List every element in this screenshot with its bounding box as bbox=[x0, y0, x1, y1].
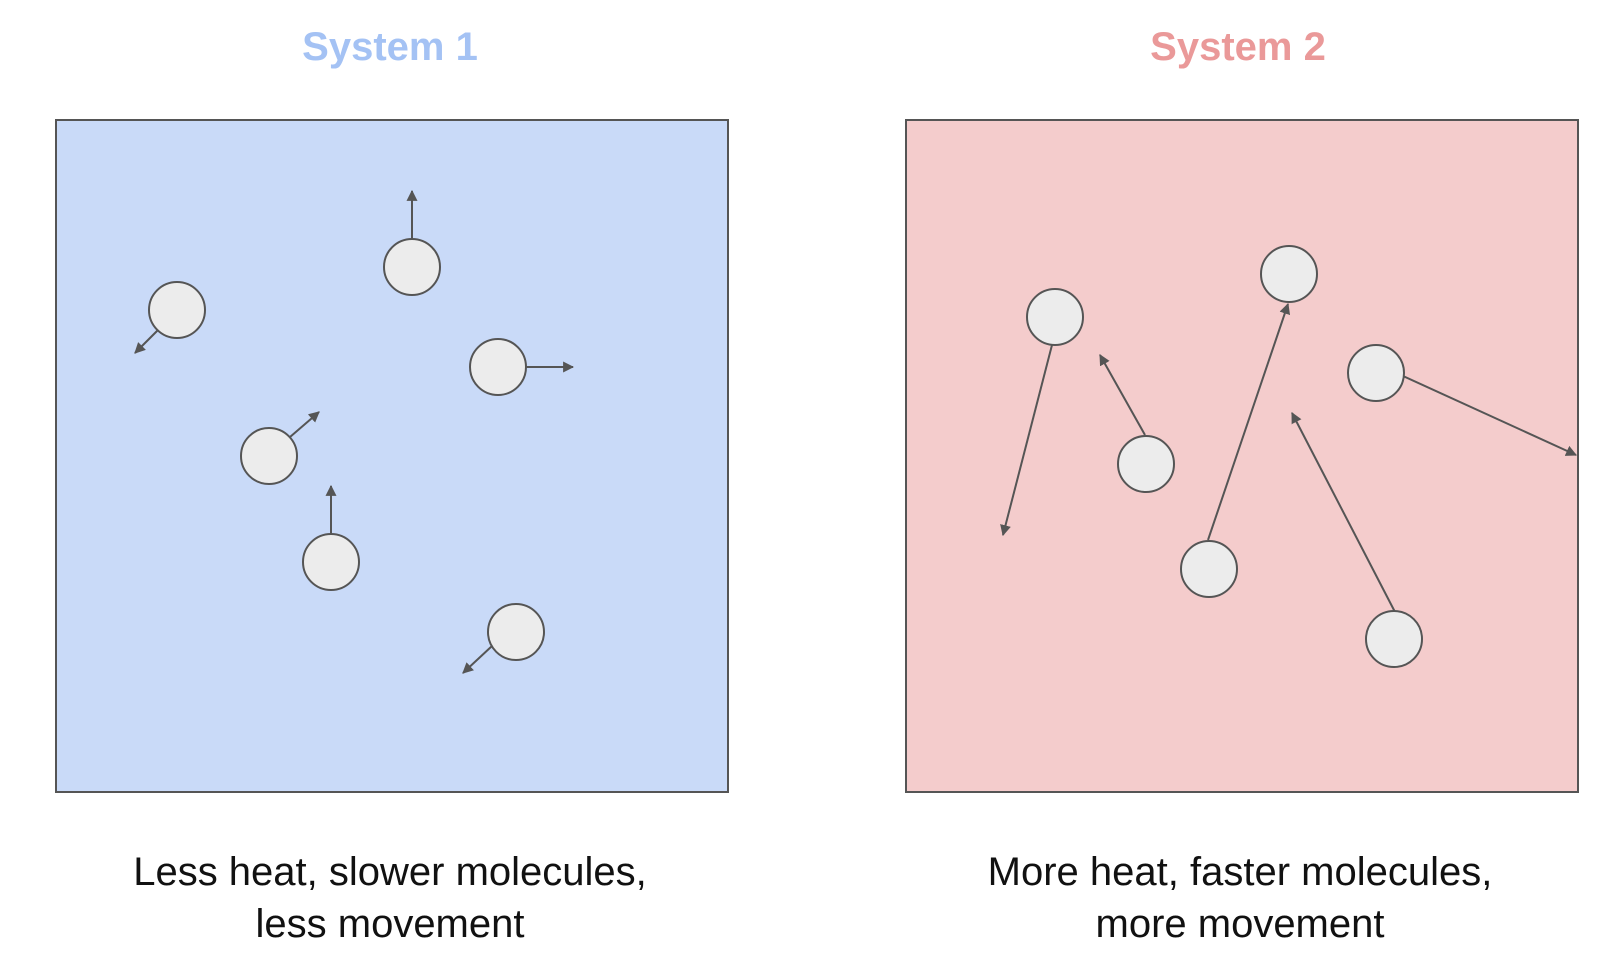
system-2-title: System 2 bbox=[1150, 25, 1326, 69]
velocity-arrow bbox=[1099, 354, 1146, 436]
system-1-caption-line-1: Less heat, slower molecules, bbox=[133, 850, 647, 894]
molecule bbox=[469, 338, 575, 396]
velocity-arrow bbox=[1291, 412, 1396, 613]
molecule bbox=[1099, 354, 1175, 493]
system-2-box bbox=[905, 119, 1579, 793]
molecule-circle bbox=[1365, 610, 1423, 668]
molecule-circle bbox=[1180, 540, 1238, 598]
molecule bbox=[1180, 245, 1318, 598]
molecule-circle bbox=[1117, 435, 1175, 493]
velocity-arrow bbox=[289, 411, 320, 438]
molecule-circle bbox=[1026, 288, 1084, 346]
molecule bbox=[1347, 344, 1578, 456]
molecule bbox=[240, 411, 320, 485]
system-1-caption: Less heat, slower molecules, less moveme… bbox=[30, 846, 750, 950]
molecule bbox=[302, 484, 360, 591]
system-1-molecules bbox=[134, 189, 575, 674]
molecule-circle bbox=[487, 603, 545, 661]
molecule bbox=[383, 189, 441, 296]
molecule bbox=[1000, 288, 1084, 537]
molecule-circle bbox=[240, 427, 298, 485]
molecule bbox=[1291, 412, 1423, 668]
velocity-arrow bbox=[1207, 302, 1291, 541]
molecule-circle bbox=[1347, 344, 1405, 402]
velocity-arrow bbox=[462, 645, 493, 674]
system-1-caption-line-2: less movement bbox=[255, 902, 525, 946]
system-2-caption-line-2: more movement bbox=[1095, 902, 1385, 946]
molecule bbox=[462, 603, 545, 674]
system-2-molecules bbox=[1000, 245, 1578, 668]
velocity-arrow bbox=[1402, 375, 1578, 456]
system-2-caption-line-1: More heat, faster molecules, bbox=[987, 850, 1493, 894]
system-1-box bbox=[55, 119, 729, 793]
molecule-circle bbox=[302, 533, 360, 591]
velocity-arrow bbox=[1000, 344, 1053, 537]
molecule-circle bbox=[469, 338, 527, 396]
molecule bbox=[134, 281, 206, 354]
molecule-circle bbox=[383, 238, 441, 296]
system-1-title: System 1 bbox=[302, 25, 478, 69]
system-2-caption: More heat, faster molecules, more moveme… bbox=[880, 846, 1600, 950]
molecule-circle bbox=[148, 281, 206, 339]
velocity-arrow bbox=[134, 329, 159, 354]
molecule-circle bbox=[1260, 245, 1318, 303]
